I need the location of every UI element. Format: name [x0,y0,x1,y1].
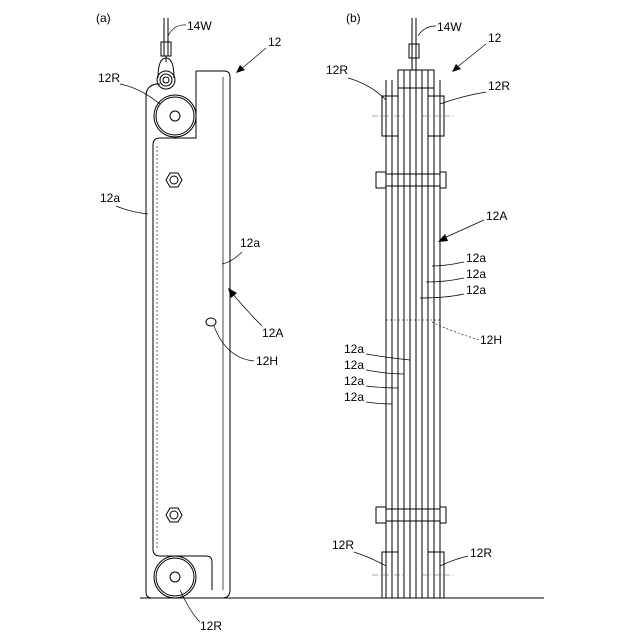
panel-a-label-roller-bottom: 12R [200,619,222,633]
panel-b-bottom-roller-right [422,552,454,598]
panel-b-top-roller-right [422,96,454,136]
panel-a-hex-nut-top [166,173,182,187]
panel-a-stack-arrowhead [228,288,237,298]
panel-a-bottom-roller [154,556,196,598]
panel-b-roller-top-left-leader [348,78,386,100]
panel-a-roller-top-leader [120,84,160,104]
panel-b-assembly-leader [456,44,486,68]
panel-a-label-hole: 12H [256,354,278,368]
panel-b-caption: (b) [346,11,361,25]
panel-a: (a) [96,11,544,633]
panel-b-top-roller-left [372,96,404,136]
panel-b: (b) [326,11,510,598]
panel-b-plate-right-1-leader [432,262,464,266]
panel-b-label-hole: 12H [480,333,502,347]
panel-a-inner-plate [153,71,212,590]
panel-b-label-stack: 12A [486,209,507,223]
panel-b-label-plate-left-1: 12a [344,342,364,356]
panel-a-plate-right-leader [222,252,242,264]
panel-b-label-roller-bottom-right: 12R [470,546,492,560]
panel-b-wire-leader [418,26,436,36]
panel-a-caption: (a) [96,11,111,25]
panel-a-label-assembly: 12 [268,35,282,49]
panel-b-bolt-bottom [376,507,446,523]
panel-b-label-roller-bottom-left: 12R [332,538,354,552]
panel-a-label-plate-left: 12a [100,191,120,205]
panel-a-assembly-leader [240,48,266,70]
panel-b-roller-top-right-leader [440,92,486,104]
panel-a-wire [158,18,174,78]
panel-a-eyelet [157,71,175,89]
panel-a-label-wire: 14W [187,19,212,33]
panel-a-plate-left-leader [116,206,148,214]
panel-a-label-plate-right: 12a [240,236,260,250]
panel-b-plate-left-3-leader [366,386,398,388]
panel-b-roller-bottom-left-leader [354,552,386,566]
panel-b-label-plate-left-2: 12a [344,358,364,372]
panel-b-label-roller-top-left: 12R [326,63,348,77]
panel-a-wire-leader [168,25,186,36]
panel-b-bolt-top [376,172,446,188]
panel-b-label-plate-right-3: 12a [466,283,486,297]
panel-b-plate-left-1-leader [366,354,410,360]
panel-a-label-stack: 12A [262,326,283,340]
panel-a-assembly-arrowhead [236,65,245,73]
panel-b-hole-leader [432,322,480,340]
panel-b-label-wire: 14W [437,20,462,34]
panel-b-label-roller-top-right: 12R [488,79,510,93]
panel-a-label-roller-top: 12R [98,71,120,85]
panel-b-plate-right-3-leader [420,294,464,298]
panel-b-label-assembly: 12 [488,31,502,45]
panel-a-hole [206,318,216,326]
panel-b-stack-leader [444,220,484,238]
panel-b-plate-left-4-leader [366,402,392,404]
panel-a-hex-nut-bottom [166,508,182,522]
panel-a-hole-leader [214,326,254,361]
panel-b-plate-stack [386,70,440,598]
panel-b-label-plate-left-4: 12a [344,390,364,404]
panel-b-label-plate-left-3: 12a [344,374,364,388]
panel-b-bottom-roller-left [372,552,404,598]
panel-b-plate-right-2-leader [426,278,464,282]
panel-a-stack-leader [232,293,262,326]
panel-a-top-housing [146,84,160,96]
panel-a-roller-bottom-leader [180,590,200,622]
panel-b-label-plate-right-2: 12a [466,267,486,281]
panel-b-label-plate-right-1: 12a [466,251,486,265]
panel-a-top-roller [154,95,196,137]
